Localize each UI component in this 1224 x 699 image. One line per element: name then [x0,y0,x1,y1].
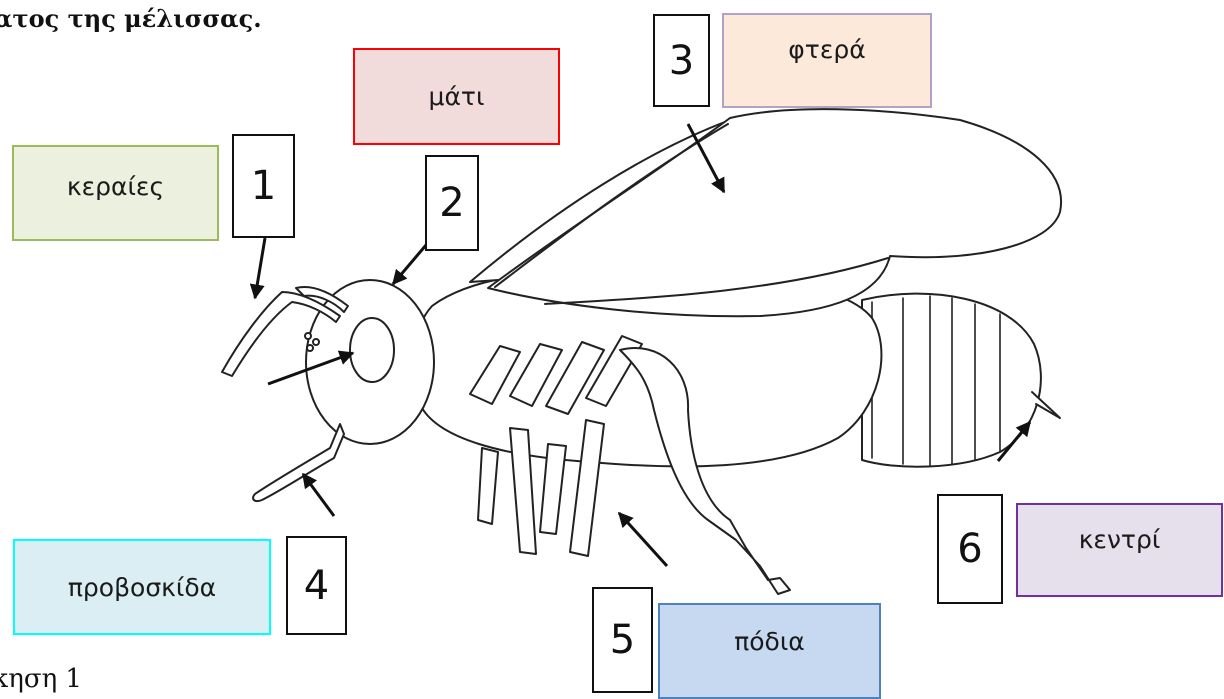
label-proboscis-text: προβοσκίδα [68,573,216,602]
bee-eye [350,318,394,382]
label-sting: κεντρί [1016,503,1223,597]
bee-proboscis [253,424,344,501]
number-box-4: 4 [286,536,347,635]
number-box-3: 3 [653,14,710,107]
label-wings: φτερά [722,13,932,108]
bee-leg-1-lower [478,448,498,524]
number-box-2: 2 [425,155,479,251]
label-legs: πόδια [658,603,881,699]
label-antennae: κεραίες [12,145,219,241]
number-box-1: 1 [232,134,295,238]
label-eye: μάτι [353,48,560,145]
label-eye-text: μάτι [429,82,485,111]
label-antennae-text: κεραίες [67,172,164,201]
number-box-5: 5 [592,587,653,693]
label-proboscis: προβοσκίδα [13,539,271,635]
label-legs-text: πόδια [734,627,805,656]
label-wings-text: φτερά [788,35,865,64]
bee-sting [1032,392,1060,418]
number-box-6: 6 [937,494,1003,604]
label-sting-text: κεντρί [1079,525,1161,554]
